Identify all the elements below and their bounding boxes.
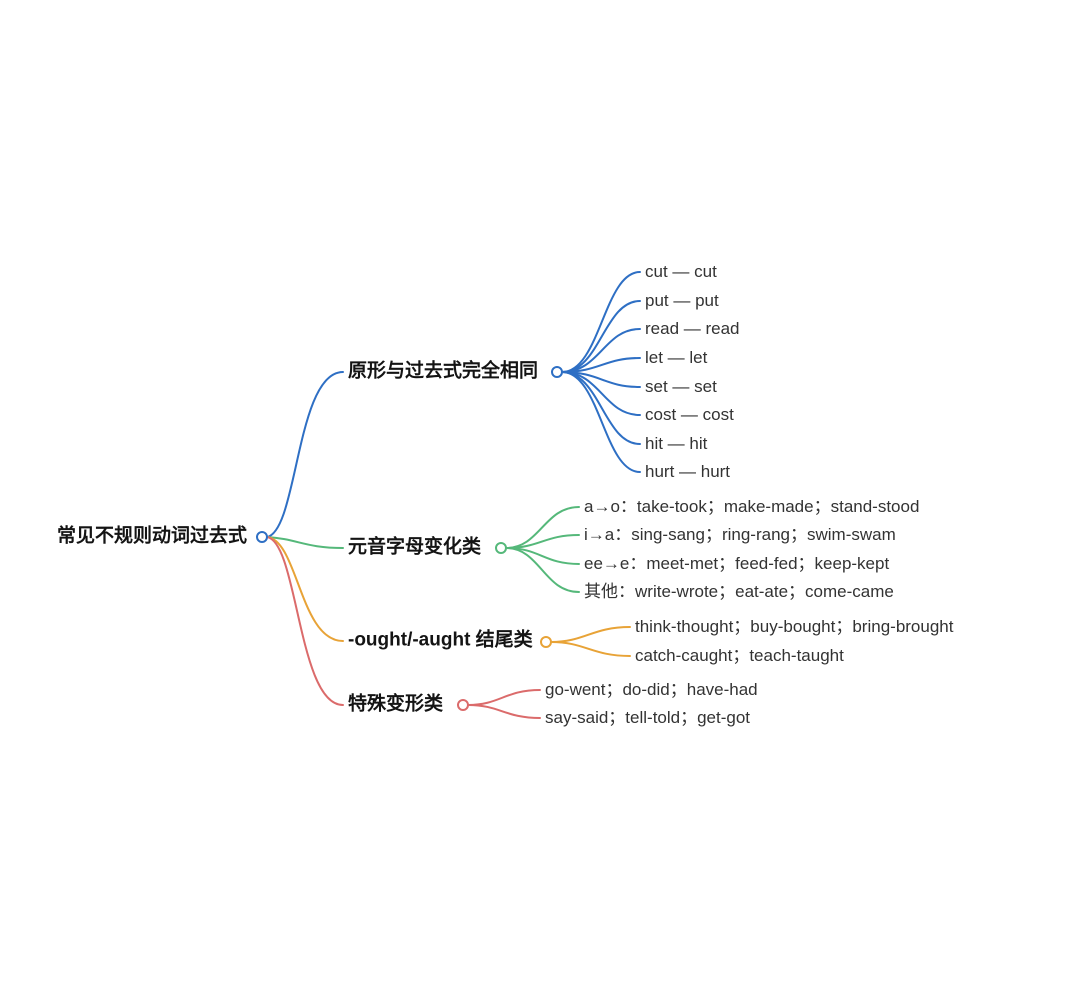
leaf-node[interactable]: catch-caught；teach-taught [635, 645, 844, 665]
connector-root-branch-1 [266, 371, 344, 538]
leaf-node[interactable]: i→a：sing-sang；ring-rang；swim-swam [584, 524, 896, 544]
leaf-node[interactable]: put — put [645, 290, 719, 310]
connector-branch3-leaf-1 [550, 626, 631, 643]
leaf-node[interactable]: hurt — hurt [645, 461, 731, 481]
branch-node-identical-past[interactable]: 原形与过去式完全相同 [348, 360, 539, 382]
leaf-node[interactable]: go-went；do-did；have-had [545, 679, 758, 699]
connector-branch1-leaf-3 [561, 328, 641, 373]
branch3-node-dot[interactable] [540, 636, 552, 648]
leaf-node[interactable]: read — read [645, 318, 740, 338]
connector-branch4-leaf-2 [467, 704, 541, 719]
leaf-node[interactable]: think-thought；buy-bought；bring-brought [635, 616, 954, 636]
connector-branch3-leaf-2 [550, 641, 631, 657]
leaf-node[interactable]: a→o：take-took；make-made；stand-stood [584, 496, 920, 516]
connector-branch1-leaf-7 [561, 371, 641, 445]
connector-root-branch-4 [266, 536, 344, 706]
connector-branch4-leaf-1 [467, 689, 541, 706]
branch-node-ought-aught[interactable]: -ought/-aught 结尾类 [348, 629, 533, 651]
leaf-node[interactable]: let — let [645, 347, 708, 367]
leaf-node[interactable]: cut — cut [645, 261, 717, 281]
branch-node-vowel-change[interactable]: 元音字母变化类 [348, 536, 482, 558]
leaf-node[interactable]: hit — hit [645, 433, 708, 453]
connector-root-branch-3 [266, 536, 344, 642]
branch4-node-dot[interactable] [457, 699, 469, 711]
branch-node-special-forms[interactable]: 特殊变形类 [348, 693, 444, 715]
connector-root-branch-2 [266, 536, 344, 549]
root-node-dot[interactable] [256, 531, 268, 543]
leaf-node[interactable]: say-said；tell-told；get-got [545, 707, 751, 727]
leaf-node[interactable]: 其他：write-wrote；eat-ate；come-came [584, 581, 894, 601]
leaf-node[interactable]: cost — cost [645, 404, 734, 424]
connector-branch1-leaf-1 [561, 271, 641, 373]
connector-branch1-leaf-8 [561, 371, 641, 473]
branch2-node-dot[interactable] [495, 542, 507, 554]
leaf-node[interactable]: set — set [645, 376, 717, 396]
connector-branch1-leaf-2 [561, 300, 641, 373]
root-node[interactable]: 常见不规则动词过去式 [57, 525, 248, 547]
leaf-node[interactable]: ee→e：meet-met；feed-fed；keep-kept [584, 553, 890, 573]
branch1-node-dot[interactable] [551, 366, 563, 378]
connector-branch2-leaf-4 [505, 547, 580, 593]
